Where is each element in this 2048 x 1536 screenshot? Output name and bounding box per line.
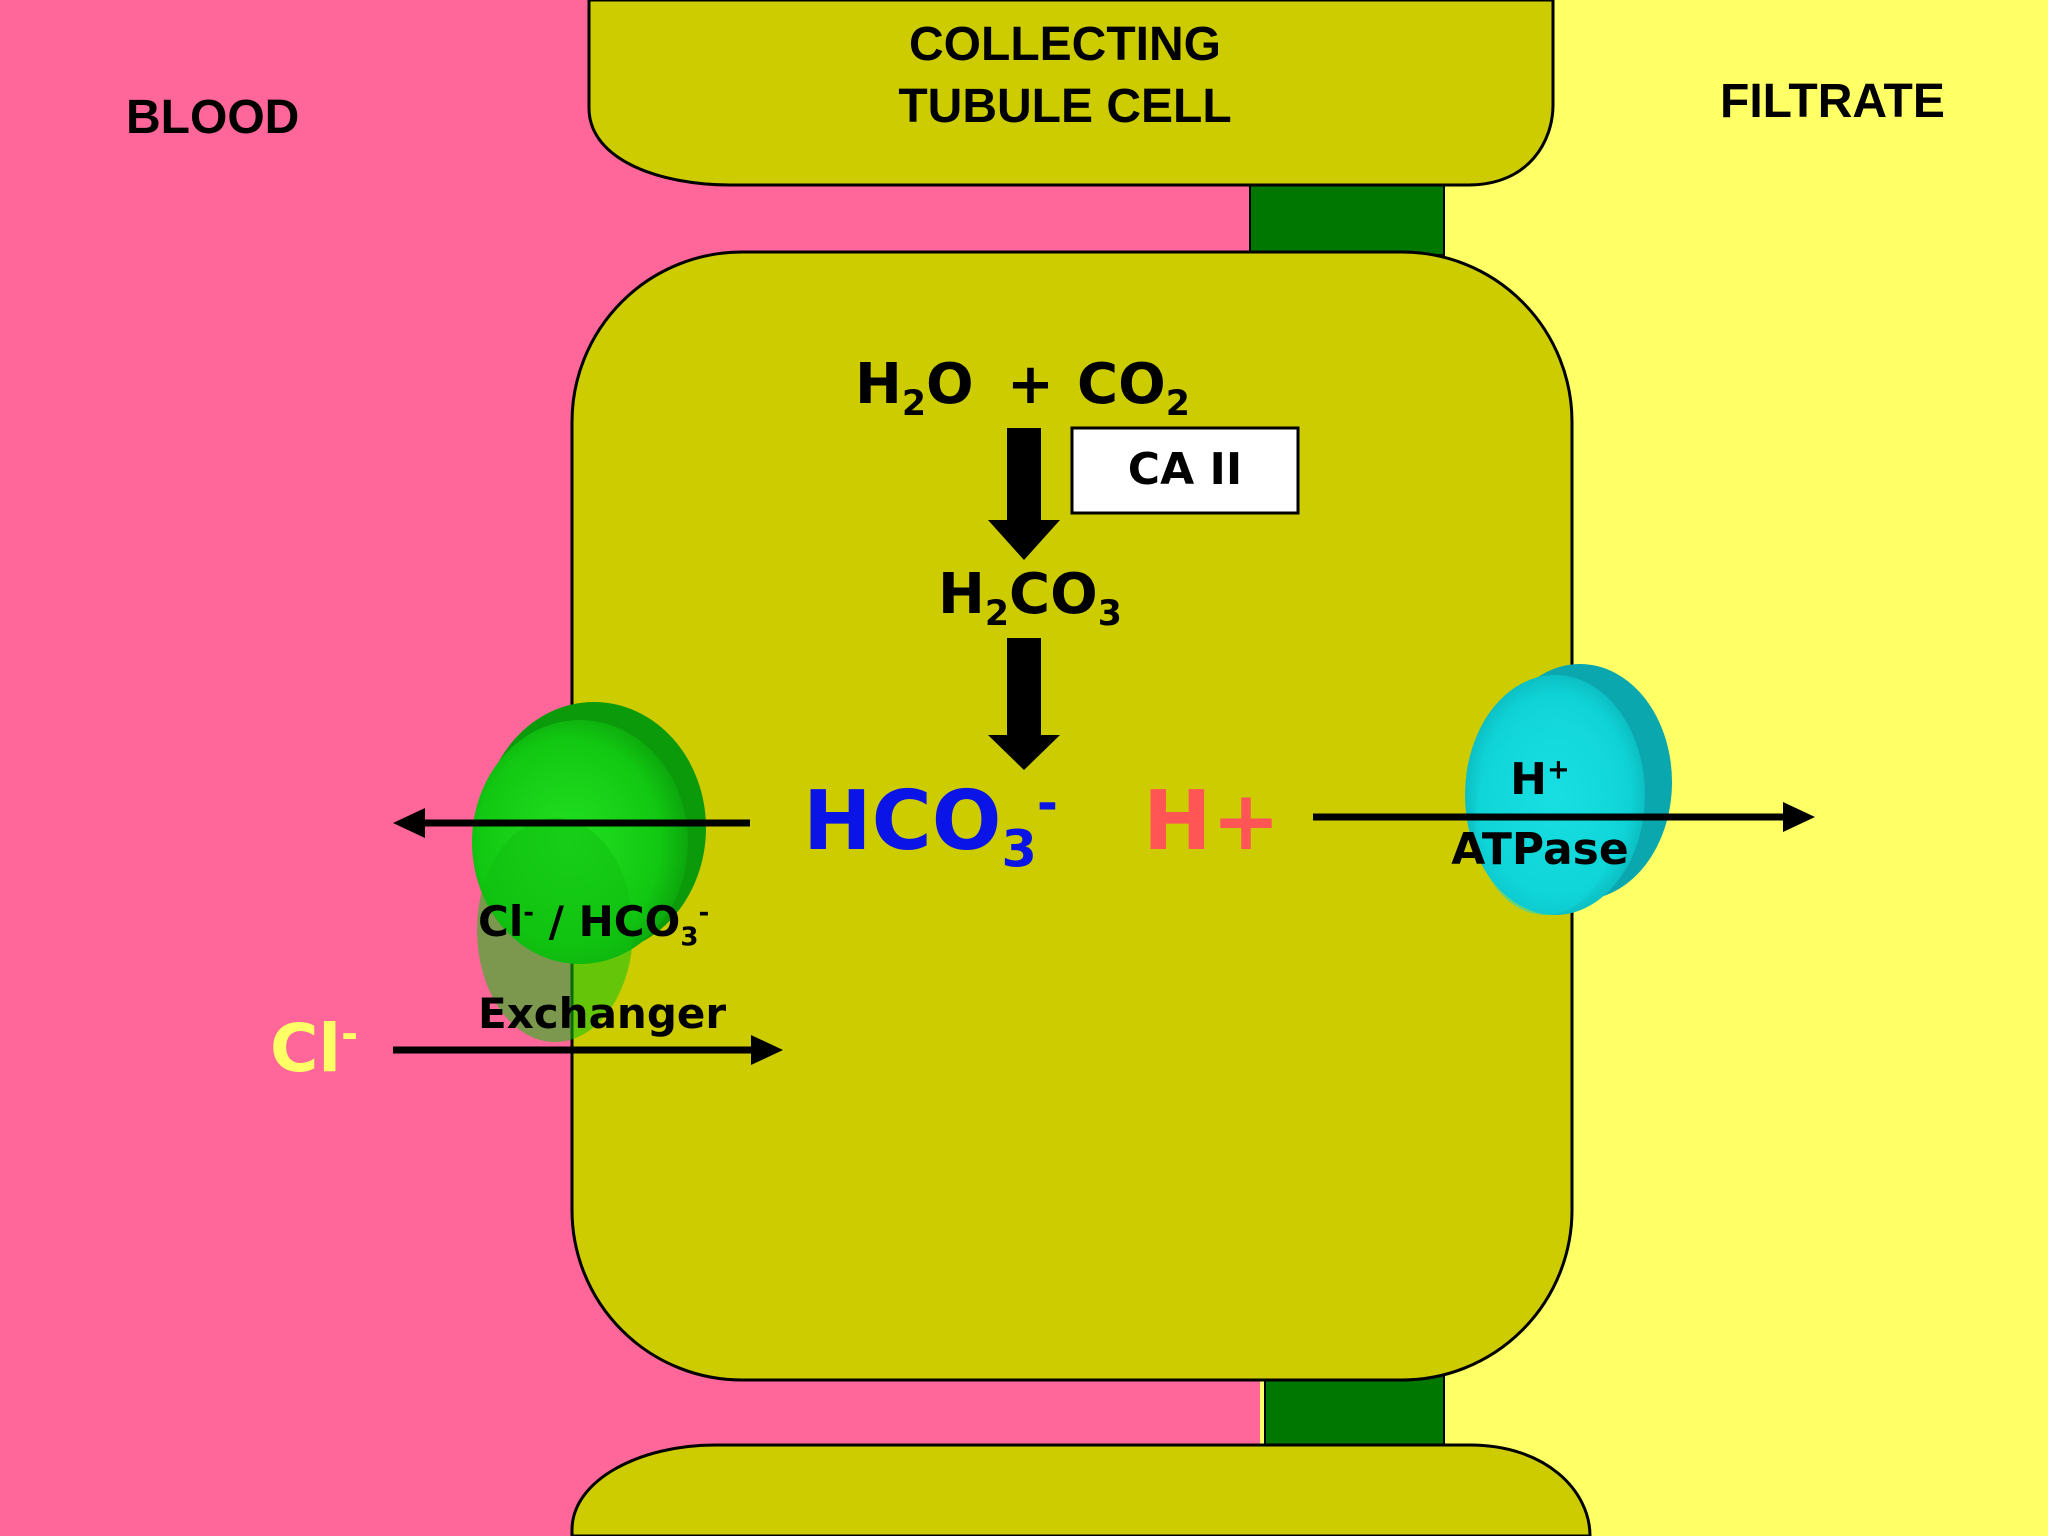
- enzyme-box: [1070, 426, 1300, 515]
- atpase-label-line1: H+: [1510, 754, 1570, 805]
- cl-influx-arrow: [393, 1035, 783, 1065]
- lower-cell: [570, 1443, 1592, 1536]
- tight-junction-bottom: [1264, 1374, 1445, 1446]
- upper-cell: [587, 0, 1555, 187]
- cell-title-line2: TUBULE CELL: [898, 80, 1232, 133]
- plus-sign: +: [1007, 352, 1054, 417]
- water-formula: H2O: [855, 352, 974, 425]
- reaction-arrow-1: [988, 428, 1060, 560]
- cell-title-line1: COLLECTING: [909, 18, 1221, 71]
- filtrate-label: FILTRATE: [1720, 75, 1945, 128]
- blood-label: BLOOD: [126, 91, 300, 144]
- bicarbonate-ion: HCO3-: [803, 773, 1058, 879]
- enzyme-label: CA II: [1127, 444, 1243, 495]
- co2-formula: CO2: [1077, 352, 1190, 425]
- cl-hco3-exchanger: [472, 702, 706, 1042]
- chloride-ion: Cl-: [270, 1010, 359, 1087]
- reaction-arrow-2: [988, 638, 1060, 770]
- hco3-efflux-arrow: [393, 808, 750, 838]
- atpase-label: H+ ATPase: [1440, 745, 1640, 885]
- tight-junction-top: [1249, 179, 1445, 256]
- exchanger-label-line2: Exchanger: [478, 989, 727, 1038]
- carbonic-acid-formula: H2CO3: [938, 562, 1122, 635]
- exchanger-label: Cl- / HCO3- Exchanger: [478, 876, 726, 1060]
- proton-ion: H+: [1143, 774, 1281, 869]
- exchanger-label-line1: Cl- / HCO3-: [478, 897, 710, 953]
- atpase-label-line2: ATPase: [1451, 824, 1629, 875]
- cell-title: COLLECTING TUBULE CELL: [860, 14, 1270, 138]
- h-secretion-arrow: [1313, 802, 1815, 832]
